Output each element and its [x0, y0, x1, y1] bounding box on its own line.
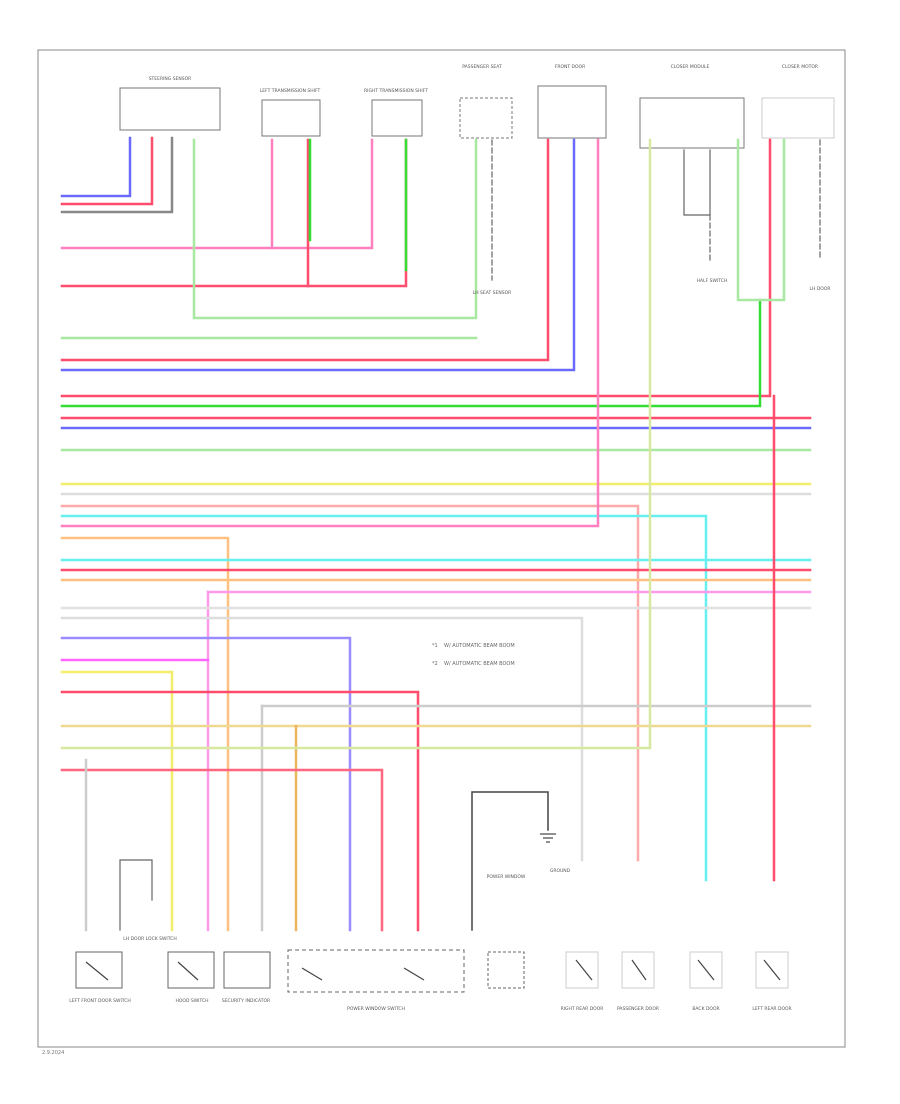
switch-glyph-3 — [575, 959, 593, 981]
wire-black-top — [60, 136, 174, 214]
left-front-door-switch-box — [75, 951, 123, 989]
wire-green-1 — [192, 138, 478, 320]
ground-box — [487, 951, 525, 989]
front-door-box — [537, 85, 607, 139]
left-shift-box — [261, 99, 321, 137]
left-rear-door-switch-box — [755, 951, 789, 989]
wire-black-left — [119, 859, 153, 931]
label-ground: GROUND — [550, 868, 571, 874]
sheet-id: 2.9.2024 — [42, 1050, 64, 1056]
switch-glyphs — [85, 959, 781, 981]
label-half-switch: HALF SWITCH — [697, 278, 728, 284]
label-steering-sensor: STEERING SENSOR — [149, 76, 192, 82]
switch-glyph-6 — [763, 959, 781, 981]
hood-switch-box — [167, 951, 215, 989]
label-left-shift: LEFT TRANSMISSION SHIFT — [260, 88, 321, 94]
steering-sensor-box — [119, 87, 221, 131]
security-indicator-box — [223, 951, 271, 989]
ground-symbol — [540, 833, 556, 843]
label-lh-seat: LH SEAT SENSOR — [473, 290, 512, 296]
wire-black-cm1 — [683, 149, 711, 216]
label-front-door: FRONT DOOR — [555, 64, 585, 70]
label-lh-door: LH DOOR — [810, 286, 831, 292]
wire-lightgreen-cm — [736, 138, 786, 302]
wire-orange-1 — [60, 536, 230, 932]
wire-blue-front — [60, 138, 576, 372]
label-passenger-seat: PASSENGER SEAT — [462, 64, 502, 70]
label-back-door: BACK DOOR — [692, 1006, 719, 1012]
label-lh-door-lock-switch: LH DOOR LOCK SWITCH — [123, 936, 176, 942]
top-components — [119, 85, 835, 149]
label-closer-module: CLOSER MODULE — [671, 64, 710, 70]
component-labels: STEERING SENSOR LEFT TRANSMISSION SHIFT … — [69, 64, 830, 1012]
label-right-rear-door: RIGHT REAR DOOR — [561, 1006, 604, 1012]
closer-motor-box — [761, 97, 835, 139]
legend-2-text: W/ AUTOMATIC BEAM BOOM — [444, 661, 515, 667]
switch-glyph-1 — [85, 961, 109, 981]
label-right-shift: RIGHT TRANSMISSION SHIFT — [364, 88, 428, 94]
passenger-seat-box — [459, 97, 513, 139]
label-power-window-switch: POWER WINDOW SWITCH — [347, 1006, 405, 1012]
label-security-indicator: SECURITY INDICATOR — [222, 998, 270, 1004]
wire-black-ground — [471, 791, 549, 931]
legend-2-marker: *2 — [432, 661, 438, 667]
wire-green-long — [60, 298, 762, 408]
switch-glyph-8 — [403, 967, 425, 981]
right-rear-door-switch-box — [565, 951, 599, 989]
wire-pink-2 — [60, 138, 600, 528]
switch-glyph-5 — [697, 959, 715, 981]
wire-red-top — [60, 136, 154, 206]
label-power-window: POWER WINDOW — [487, 874, 526, 880]
wire-yellow-2 — [60, 670, 174, 932]
wire-pink-1 — [60, 138, 374, 250]
wire-cyan-1 — [60, 514, 708, 882]
wire-lightgreen-2 — [60, 138, 652, 750]
power-window-switch-box — [287, 949, 465, 993]
switch-glyph-2 — [177, 961, 199, 981]
legend-1-marker: *1 — [432, 643, 438, 649]
label-closer-motor: CLOSER MOTOR — [782, 64, 818, 70]
bottom-components — [75, 949, 789, 993]
passenger-door-switch-box — [621, 951, 655, 989]
wire-red-4 — [60, 690, 420, 932]
wire-blue-2 — [60, 636, 352, 932]
switch-glyph-4 — [631, 959, 647, 981]
legend-1-text: W/ AUTOMATIC BEAM BOOM — [444, 643, 515, 649]
right-shift-box — [371, 99, 423, 137]
wire-red-5 — [60, 768, 384, 932]
closer-module-box — [639, 97, 745, 149]
switch-glyph-7 — [301, 967, 323, 981]
wire-bundles — [60, 136, 821, 932]
label-left-rear-door: LEFT REAR DOOR — [752, 1006, 791, 1012]
back-door-switch-box — [689, 951, 723, 989]
legend: *1 W/ AUTOMATIC BEAM BOOM *2 W/ AUTOMATI… — [432, 643, 515, 667]
wire-red-front — [60, 138, 550, 362]
wire-gray-3 — [60, 616, 584, 862]
label-hood-switch: HOOD SWITCH — [175, 998, 208, 1004]
wire-red-long-1 — [60, 138, 772, 398]
label-left-front-door-switch: LEFT FRONT DOOR SWITCH — [69, 998, 131, 1004]
diagram-frame — [37, 49, 846, 1048]
label-passenger-door: PASSENGER DOOR — [617, 1006, 659, 1012]
wire-blue-top — [60, 136, 132, 198]
wire-lightred-1 — [60, 504, 640, 862]
